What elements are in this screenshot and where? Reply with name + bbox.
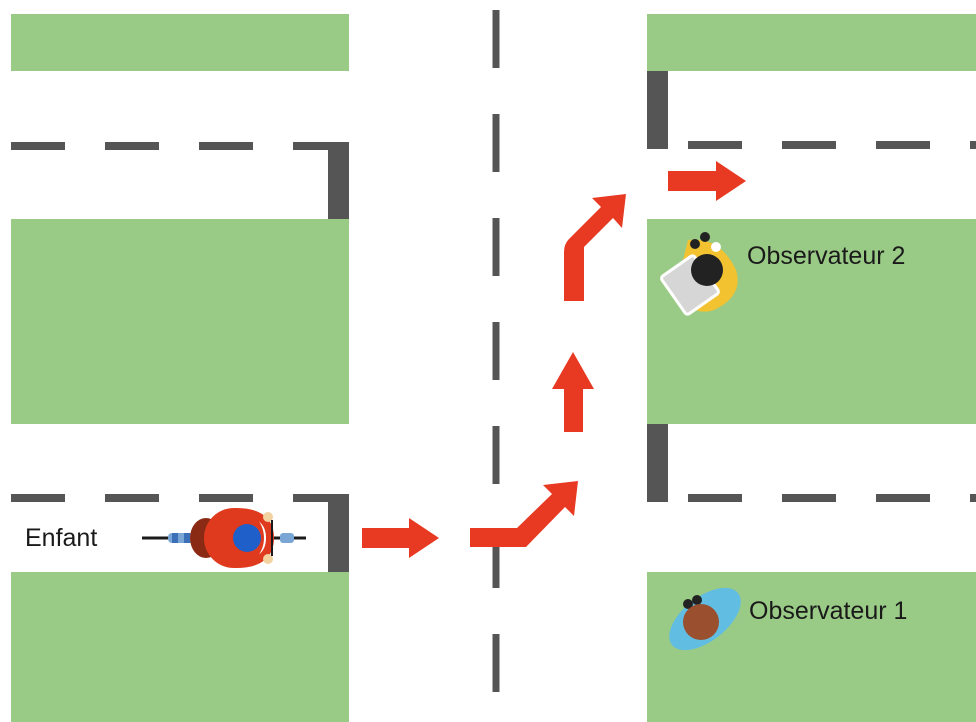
grass-areas <box>11 14 976 722</box>
observer-2-label: Observateur 2 <box>747 242 906 270</box>
curb-left-lower <box>328 494 349 572</box>
grass-bottom-left <box>11 572 349 722</box>
observer-top-view-icon <box>669 587 741 651</box>
curbs <box>328 71 668 572</box>
child-label: Enfant <box>25 524 98 552</box>
grass-top-right <box>647 14 976 71</box>
observer-1-label: Observateur 1 <box>749 597 908 625</box>
observer-with-clipboard-top-view-icon <box>660 232 738 316</box>
route-arrow-5 <box>668 161 746 201</box>
grass-top-left <box>11 14 349 71</box>
cyclist-top-view-icon <box>142 508 306 568</box>
curb-right-lower <box>647 424 668 502</box>
lane-lines <box>11 10 976 722</box>
route-arrow-4 <box>564 194 626 301</box>
route-arrow-1 <box>362 518 439 558</box>
curb-right-upper <box>647 71 668 149</box>
route-arrow-3 <box>552 352 594 432</box>
grass-middle-left <box>11 219 349 424</box>
curb-left-upper <box>328 142 349 219</box>
route-arrows <box>362 161 746 558</box>
route-arrow-2 <box>470 481 578 547</box>
